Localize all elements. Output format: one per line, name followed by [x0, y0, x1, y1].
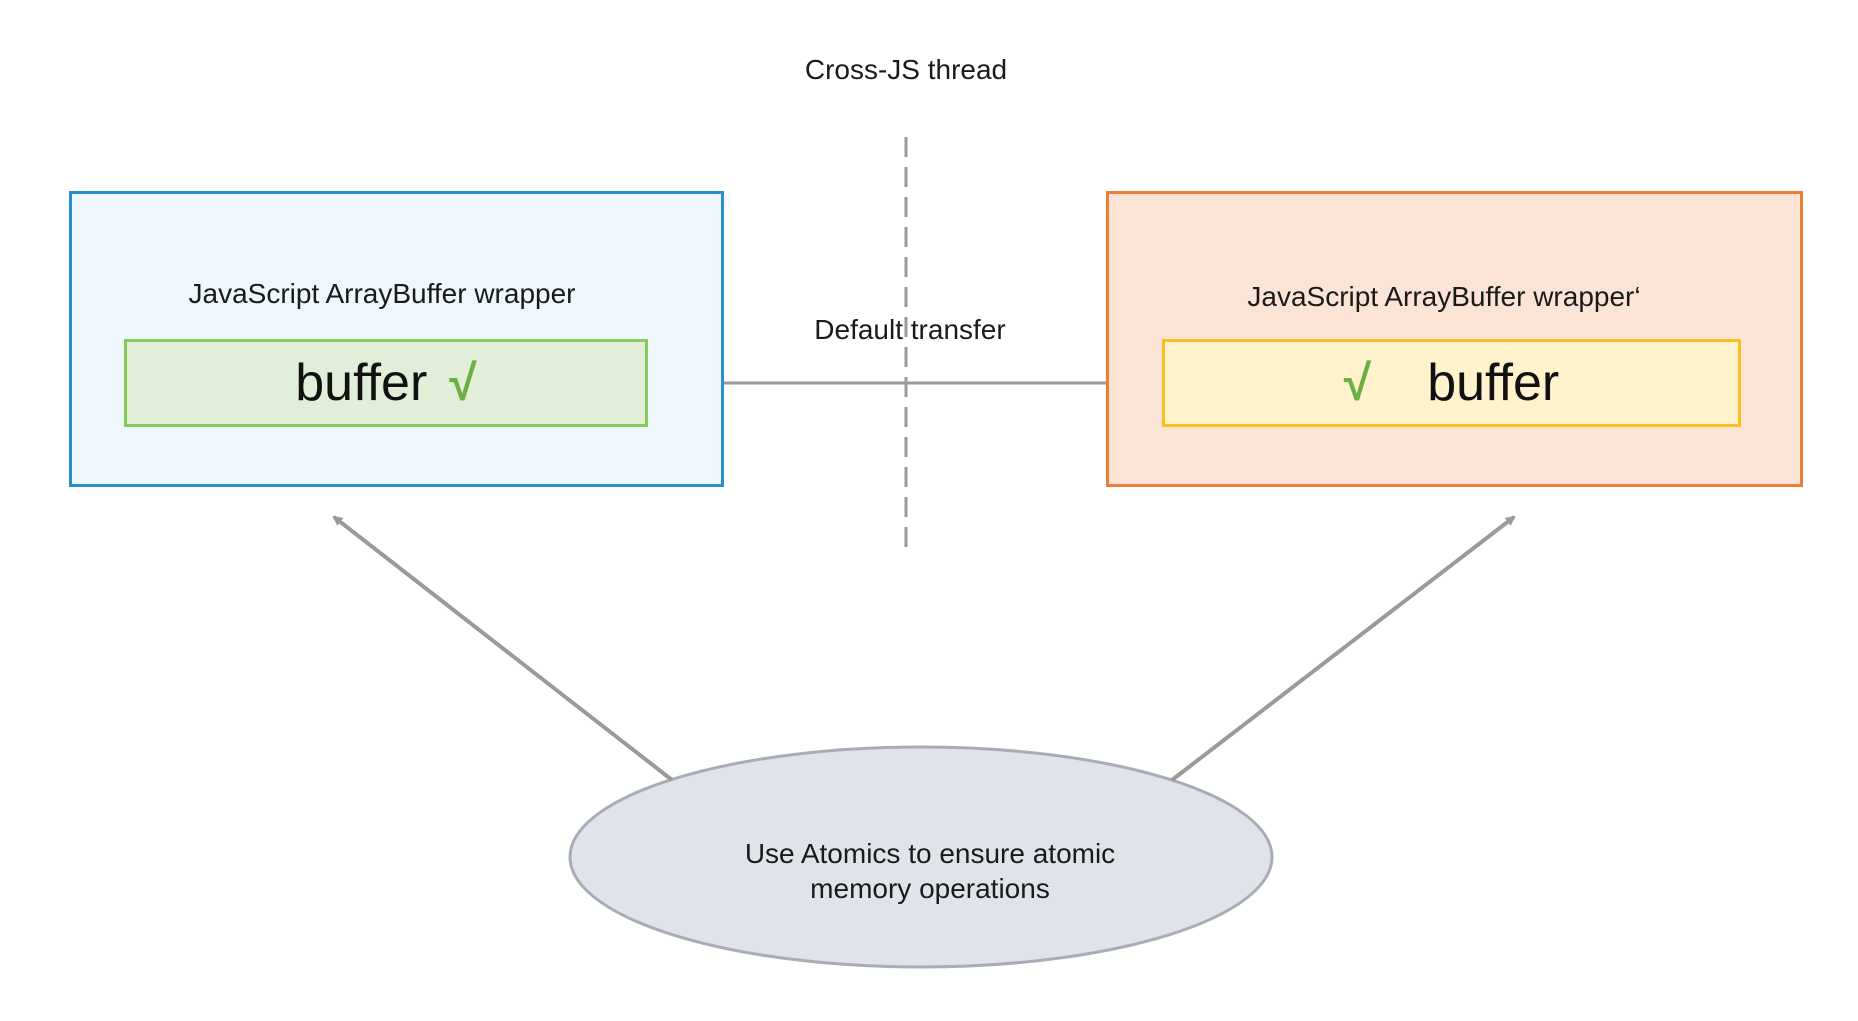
atomics-text-line2: memory operations	[810, 873, 1050, 904]
thread-label: Cross-JS thread	[804, 54, 1008, 85]
right-buffer-label: buffer	[1427, 354, 1560, 412]
right-check-icon: √	[1343, 355, 1372, 411]
right-wrapper-title: JavaScript ArrayBuffer wrapper‘	[1247, 281, 1641, 312]
atomics-to-left-arrow	[332, 515, 674, 782]
left-buffer-label: buffer	[295, 354, 428, 412]
left-check-icon: √	[449, 355, 477, 411]
atomics-ellipse	[568, 745, 1274, 969]
right-buffer: √ buffer	[1162, 339, 1741, 427]
atomics-to-right-arrow	[1170, 515, 1516, 782]
left-wrapper-title: JavaScript ArrayBuffer wrapper	[188, 278, 576, 309]
transfer-label: Default transfer	[814, 314, 1006, 345]
atomics-text-line1: Use Atomics to ensure atomic	[744, 838, 1116, 869]
left-buffer: buffer √	[124, 339, 648, 427]
